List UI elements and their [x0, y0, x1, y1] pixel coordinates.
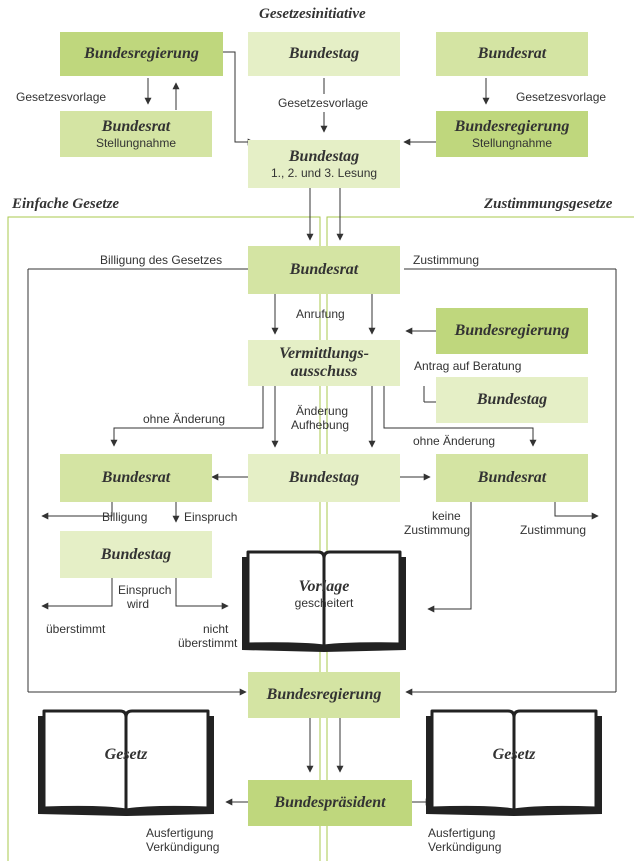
box-label: Bundesregierung: [454, 322, 570, 339]
box-label: Bundestag: [288, 147, 360, 165]
box-bundestag-lesung: Bundestag 1., 2. und 3. Lesung: [248, 140, 400, 188]
label-ueberstimmt: überstimmt: [46, 622, 106, 636]
label-billigung: Billigung: [102, 510, 148, 524]
section-zustimmungsgesetze: Zustimmungsgesetze: [484, 196, 613, 212]
box-bundesrat-main: Bundesrat: [248, 246, 400, 294]
label-einspruch: Einspruch: [184, 510, 238, 524]
label-aenderung: Änderung: [296, 404, 349, 418]
box-bundestag-einspruch: Bundestag: [60, 531, 212, 578]
box-bundesregierung-initiative: Bundesregierung: [60, 32, 223, 76]
label-ausfertigung-right: Ausfertigung: [428, 826, 496, 840]
box-label-line2: ausschuss: [290, 363, 358, 380]
label-antrag-auf-beratung: Antrag auf Beratung: [414, 359, 522, 373]
box-label: Bundespräsident: [274, 794, 386, 811]
box-bundestag-center: Bundestag: [248, 454, 400, 502]
label-gesetzesvorlage-right: Gesetzesvorlage: [516, 90, 607, 104]
book-title: Gesetz: [104, 746, 148, 763]
box-bundesregierung-bottom: Bundesregierung: [248, 672, 400, 718]
book-subtitle: gescheitert: [294, 596, 354, 610]
initiative-title: Gesetzesinitiative: [259, 6, 366, 22]
box-label: Bundesrat: [289, 261, 359, 278]
box-label: Bundesregierung: [266, 686, 382, 703]
book-title: Vorlage: [298, 578, 350, 595]
box-bundesrat-left: Bundesrat: [60, 454, 212, 502]
label-ohne-aenderung-left: ohne Änderung: [143, 412, 226, 426]
box-label: Bundesrat: [477, 45, 547, 62]
label-gesetzesvorlage-left: Gesetzesvorlage: [16, 90, 107, 104]
label-verkuendigung-right: Verkündigung: [428, 840, 502, 854]
label-aufhebung: Aufhebung: [291, 418, 350, 432]
label-einspruch-wird-2: wird: [127, 597, 150, 611]
label-keine: keine: [432, 509, 461, 523]
book-gesetz-right-icon: [426, 709, 602, 816]
label-einspruch-wird-1: Einspruch: [118, 583, 172, 597]
book-gesetz-left-icon: [38, 709, 214, 816]
label-anrufung: Anrufung: [296, 307, 345, 321]
box-vermittlungsausschuss: Vermittlungs- ausschuss: [248, 340, 400, 386]
book-title: Gesetz: [492, 746, 536, 763]
book-vorlage-icon: [242, 550, 406, 652]
box-bundestag-initiative: Bundestag: [248, 32, 400, 76]
box-bundesregierung-antrag: Bundesregierung: [436, 308, 588, 354]
box-label: Bundesrat: [477, 469, 547, 486]
label-verkuendigung-left: Verkündigung: [146, 840, 220, 854]
box-bundespraesident: Bundespräsident: [248, 780, 412, 826]
label-nicht: nicht: [203, 622, 229, 636]
book-gesetz-right-text: Gesetz: [432, 746, 596, 764]
label-ohne-aenderung-right: ohne Änderung: [413, 434, 496, 448]
book-gesetz-left-text: Gesetz: [44, 746, 208, 764]
label-zustimmung-top: Zustimmung: [413, 253, 480, 267]
box-label-line1: Vermittlungs-: [279, 345, 369, 362]
box-bundesrat-stellungnahme: Bundesrat Stellungnahme: [60, 111, 212, 157]
box-bundesrat-initiative: Bundesrat: [436, 32, 588, 76]
label-keine-zustimmung: Zustimmung: [404, 523, 471, 537]
label-billigung-des-gesetzes: Billigung des Gesetzes: [100, 253, 223, 267]
box-label: Bundestag: [288, 469, 360, 486]
box-bundesrat-right: Bundesrat: [436, 454, 588, 502]
box-label: Bundestag: [100, 545, 172, 563]
box-bundestag-antrag: Bundestag: [436, 377, 588, 423]
box-sublabel: 1., 2. und 3. Lesung: [270, 165, 378, 180]
section-einfache-gesetze: Einfache Gesetze: [12, 196, 120, 212]
label-zustimmung-right: Zustimmung: [520, 523, 587, 537]
box-label: Bundesrat: [101, 117, 171, 135]
box-label: Bundestag: [288, 45, 360, 62]
label-ausfertigung-left: Ausfertigung: [146, 826, 214, 840]
box-label: Bundesregierung: [454, 117, 570, 135]
book-vorlage-text: Vorlage gescheitert: [250, 578, 398, 611]
box-label: Bundestag: [476, 391, 548, 408]
box-label: Bundesregierung: [84, 45, 199, 62]
label-gesetzesvorlage-center: Gesetzesvorlage: [278, 96, 369, 110]
box-sublabel: Stellungnahme: [471, 135, 553, 150]
box-bundesregierung-stellungnahme: Bundesregierung Stellungnahme: [436, 111, 588, 157]
label-nicht-ueberstimmt: überstimmt: [178, 636, 238, 650]
box-sublabel: Stellungnahme: [95, 135, 177, 150]
box-label: Bundesrat: [101, 469, 171, 486]
